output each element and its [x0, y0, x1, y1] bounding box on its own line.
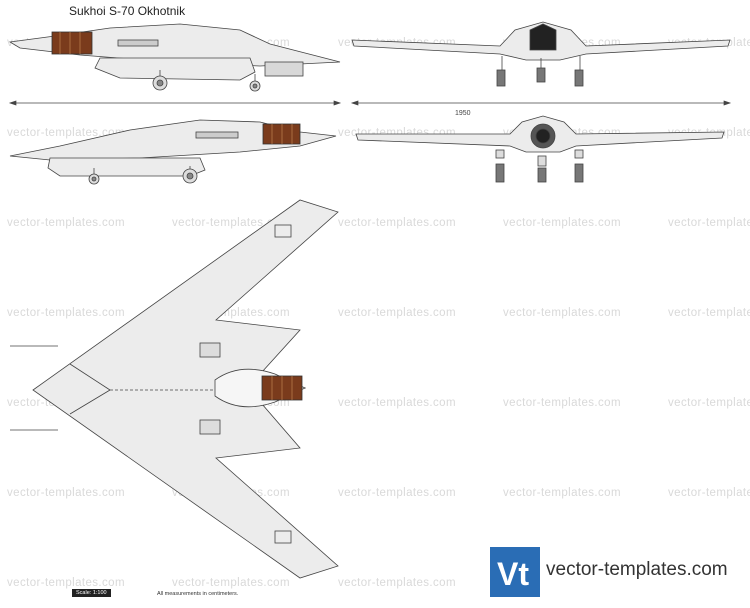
watermark-text: vector-templates.com [172, 217, 290, 229]
watermark-text: vector-templates.com [668, 307, 750, 319]
side-view-left [9, 119, 337, 185]
watermark-text: vector-templates.com [7, 217, 125, 229]
logo-mark: Vt [497, 556, 529, 592]
span-dimension-label: 1950 [455, 110, 471, 117]
scale-badge: Scale: 1:100 [72, 589, 111, 597]
watermark-text: vector-templates.com [503, 307, 621, 319]
watermark-text: vector-templates.com [503, 217, 621, 229]
watermark-text: vector-templates.com [668, 397, 750, 409]
front-view [351, 21, 731, 87]
watermark-text: vector-templates.com [7, 307, 125, 319]
watermark-text: vector-templates.com [338, 307, 456, 319]
watermark-text: vector-templates.com [338, 487, 456, 499]
watermark-text: vector-templates.com [338, 217, 456, 229]
watermark-text: vector-templates.com [668, 487, 750, 499]
top-view [10, 199, 339, 579]
span-dimension-line [350, 100, 732, 106]
watermark-text: vector-templates.com [503, 397, 621, 409]
length-dimension-line [8, 100, 342, 106]
watermark-text: vector-templates.com [7, 487, 125, 499]
vector-templates-logo-icon: Vt [490, 547, 540, 597]
measurement-note: All measurements in centimeters. [157, 591, 239, 597]
rear-view [355, 115, 725, 183]
watermark-text: vector-templates.com [338, 397, 456, 409]
watermark-text: vector-templates.com [7, 127, 125, 139]
side-view-right [8, 23, 341, 92]
drawing-title: Sukhoi S-70 Okhotnik [69, 4, 186, 18]
logo-text: vector-templates.com [546, 559, 728, 580]
watermark-text: vector-templates.com [668, 217, 750, 229]
watermark-text: vector-templates.com [7, 577, 125, 589]
watermark-text: vector-templates.com [503, 487, 621, 499]
watermark-text: vector-templates.com [338, 577, 456, 589]
watermark-text: vector-templates.com [172, 577, 290, 589]
